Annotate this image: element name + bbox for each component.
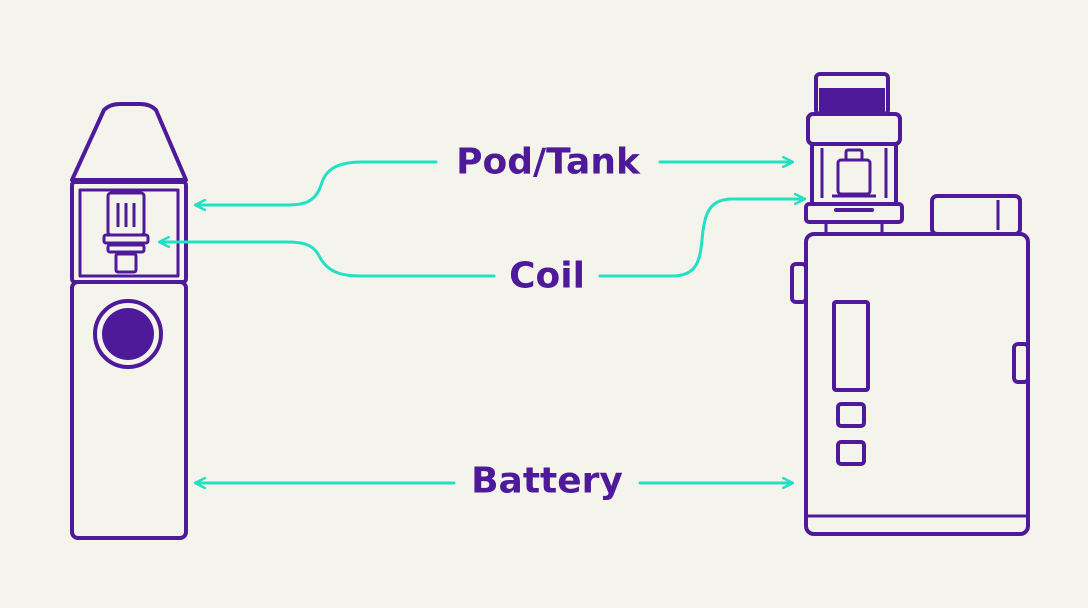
pod-battery-body bbox=[70, 280, 188, 540]
coil-pointer-left bbox=[160, 242, 496, 278]
mod-body bbox=[804, 232, 1030, 536]
battery-label: Battery bbox=[471, 461, 623, 502]
coil-label: Coil bbox=[509, 256, 585, 297]
coil-pointers bbox=[160, 199, 804, 278]
tank-coil bbox=[832, 148, 876, 198]
tank-top-cap bbox=[806, 112, 902, 146]
pod-window bbox=[78, 188, 180, 278]
pod-fire-button bbox=[102, 308, 154, 360]
mod-top-button bbox=[930, 194, 1022, 236]
pod-fire-button-ring bbox=[93, 299, 163, 369]
mod-down-button bbox=[836, 440, 866, 466]
mod-side-tab-left bbox=[790, 262, 808, 304]
mod-screen bbox=[832, 300, 870, 392]
pod-coil bbox=[102, 191, 150, 274]
pod-tank-pointers bbox=[196, 162, 792, 205]
coil-pointer-right bbox=[598, 199, 804, 278]
pod-tank-pointer-left bbox=[196, 160, 438, 205]
pod-mouthpiece bbox=[70, 102, 188, 182]
pod-tank-label: Pod/Tank bbox=[456, 142, 641, 183]
pod-vape-icon bbox=[70, 102, 188, 540]
mod-side-tab-right bbox=[1012, 342, 1030, 384]
box-mod-icon bbox=[790, 72, 1030, 536]
tank-base bbox=[804, 202, 904, 224]
pod-cartridge bbox=[70, 180, 188, 284]
mod-up-button bbox=[836, 402, 866, 428]
